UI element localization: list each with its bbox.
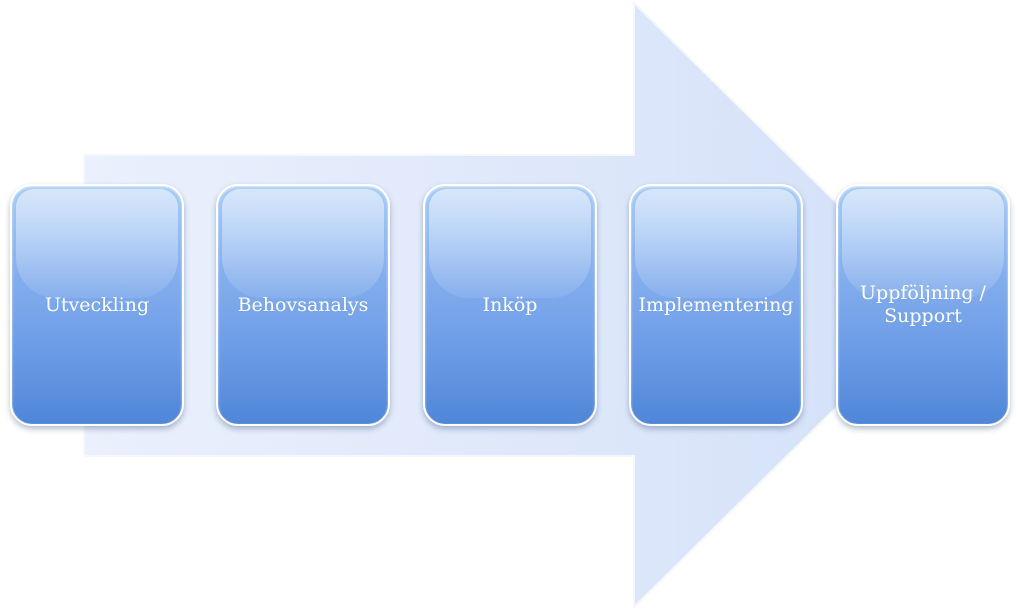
stage-label: Behovsanalys — [237, 293, 369, 316]
stage-label: Utveckling — [44, 293, 150, 316]
stage-box-inkop: Inköp — [423, 184, 597, 426]
stage-box-utveckling: Utveckling — [10, 184, 184, 426]
stage-box-implementering: Implementering — [629, 184, 803, 426]
stage-box-uppfoljning-support: Uppföljning / Support — [836, 184, 1010, 426]
stage-label: Uppföljning / Support — [860, 282, 986, 327]
stage-label: Inköp — [482, 293, 538, 316]
stage-box-behovsanalys: Behovsanalys — [216, 184, 390, 426]
stage-label: Implementering — [638, 293, 794, 316]
